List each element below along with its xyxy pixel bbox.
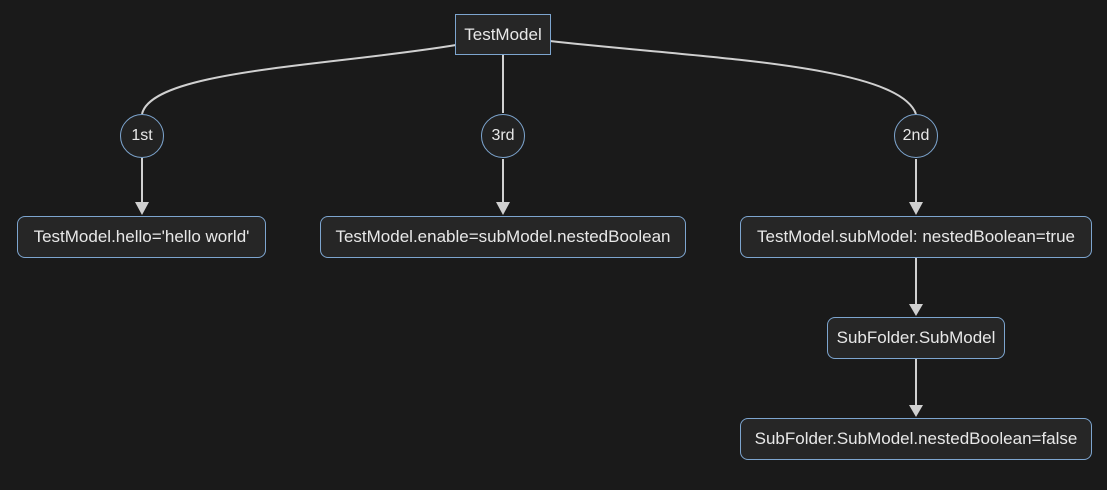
arrowhead-subfolder — [909, 304, 923, 316]
arrowhead-nestedboolean — [909, 405, 923, 417]
arrowhead-2nd — [909, 202, 923, 215]
arrowhead-1st — [135, 202, 149, 215]
edge-root-to-1st — [141, 44, 457, 115]
edge-label-2nd: 2nd — [894, 114, 938, 158]
edge-label-1st: 1st — [120, 114, 164, 158]
node-submodel-assignment: TestModel.subModel: nestedBoolean=true — [740, 216, 1092, 258]
arrowhead-3rd — [496, 202, 510, 215]
node-subfolder-nestedboolean: SubFolder.SubModel.nestedBoolean=false — [740, 418, 1092, 460]
node-subfolder-submodel: SubFolder.SubModel — [827, 317, 1005, 359]
edge-label-3rd: 3rd — [481, 114, 525, 158]
edge-root-to-2nd — [549, 40, 917, 115]
node-hello-assignment: TestModel.hello='hello world' — [17, 216, 266, 258]
node-enable-assignment: TestModel.enable=subModel.nestedBoolean — [320, 216, 686, 258]
node-testmodel: TestModel — [455, 14, 551, 55]
